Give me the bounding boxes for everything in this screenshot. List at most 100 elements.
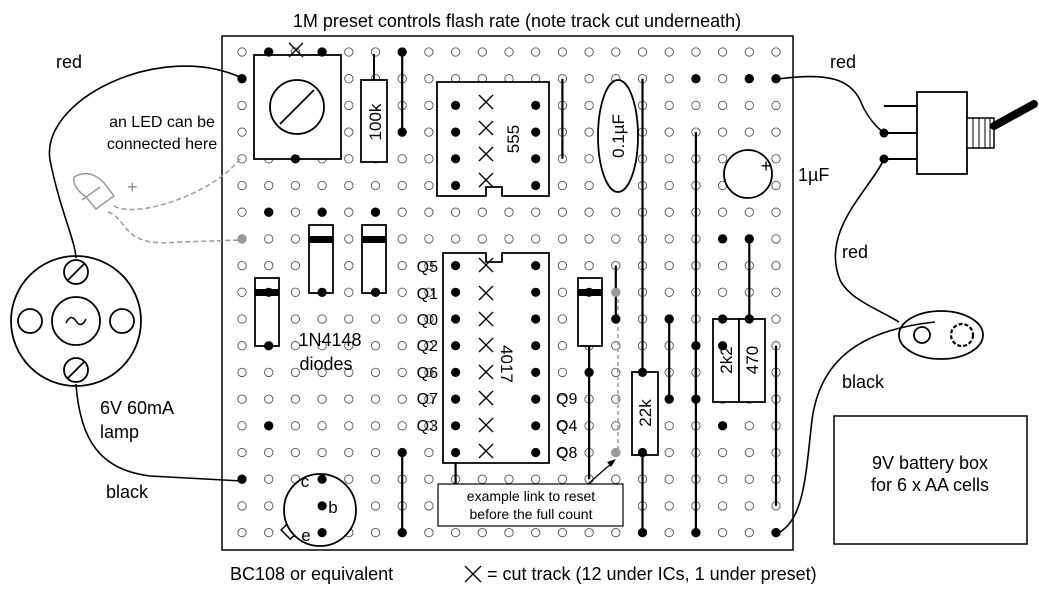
- black-wire-from-lamp: [75, 383, 243, 482]
- solder-point: [451, 261, 461, 271]
- led-note-line2: connected here: [107, 136, 217, 153]
- battery-box: 9V battery box for 6 x AA cells: [833, 415, 1028, 545]
- cut-track-legend: = cut track (12 under ICs, 1 under prese…: [487, 564, 817, 584]
- solder-point: [451, 127, 461, 137]
- solder-point: [744, 74, 754, 84]
- solder-point: [718, 314, 728, 324]
- capacitor-0-1uf: 0.1µF: [597, 79, 639, 193]
- solder-point: [397, 47, 407, 57]
- resistor-22k-label: 22k: [636, 399, 655, 427]
- solder-point: [451, 180, 461, 191]
- q-label: Q5: [417, 259, 438, 276]
- solder-point: [451, 447, 461, 458]
- solder-point: [317, 501, 327, 511]
- solder-point: [531, 394, 541, 404]
- solder-point: [451, 287, 461, 297]
- led-lead-lower: [107, 211, 243, 244]
- solder-point: [637, 367, 648, 377]
- solder-point: [691, 394, 701, 404]
- ic-4017: 4017: [442, 252, 550, 464]
- solder-point: [317, 528, 327, 538]
- solder-point: [264, 287, 274, 297]
- preset-potentiometer: [253, 54, 342, 160]
- solder-point: [637, 447, 648, 458]
- diode-right: [361, 224, 387, 294]
- solder-point: [370, 287, 381, 297]
- solder-point: [451, 154, 461, 164]
- solder-point: [691, 341, 701, 351]
- solder-point: [317, 287, 327, 297]
- solder-point: [531, 127, 541, 137]
- solder-point: [771, 74, 781, 84]
- q-label: Q6: [417, 365, 438, 382]
- solder-points: [237, 47, 781, 538]
- solder-point: [771, 528, 781, 538]
- q-label: Q2: [417, 338, 438, 355]
- solder-point: [637, 528, 648, 538]
- resistor-100k-label: 100k: [366, 103, 385, 140]
- ic-555-label: 555: [504, 125, 523, 153]
- black-wire-clip-to-board: [777, 321, 936, 534]
- q-label: Q9: [556, 391, 577, 408]
- solder-point: [451, 421, 461, 431]
- solder-point: [290, 154, 300, 164]
- solder-point: [317, 47, 327, 57]
- solder-point: [531, 154, 541, 164]
- solder-point: [664, 394, 674, 404]
- solder-point: [237, 74, 247, 84]
- reset-note-pointer: [587, 461, 614, 485]
- q-output-labels-right: Q9 Q4 Q8: [556, 391, 577, 462]
- solder-point: [718, 421, 728, 431]
- q-label: Q3: [417, 418, 438, 435]
- solder-point: [531, 287, 541, 297]
- battery-box-line2: for 6 x AA cells: [871, 475, 989, 495]
- solder-point: [370, 207, 381, 217]
- preset-cut-track-icon: [288, 42, 304, 58]
- solder-point: [451, 314, 461, 324]
- resistor-2k2-label: 2k2: [717, 346, 736, 373]
- red-wire-to-switch: [777, 75, 885, 134]
- solder-point: [584, 367, 594, 377]
- capacitor-1uf-label: 1µF: [798, 165, 829, 185]
- diagram-title: 1M preset controls flash rate (note trac…: [293, 11, 741, 31]
- solder-point: [664, 314, 674, 324]
- capacitor-1uf: +: [723, 149, 773, 199]
- q-label: Q1: [417, 286, 438, 303]
- ic-4017-cut-track-icons: [478, 257, 494, 459]
- red-label-right-top: red: [830, 52, 856, 72]
- solder-point: [317, 474, 327, 484]
- solder-point: [744, 314, 754, 324]
- ic-4017-label: 4017: [497, 345, 516, 383]
- solder-point: [531, 367, 541, 377]
- resistor-470: 470: [738, 318, 766, 403]
- ic-555: 555: [436, 81, 550, 197]
- transistor-pin-b: b: [328, 498, 337, 517]
- solder-point: [691, 528, 701, 538]
- diodes-label-line1: 1N4148: [298, 330, 361, 350]
- cut-track-legend-icon: [464, 565, 482, 583]
- led-note-line1: an LED can be: [109, 114, 215, 131]
- solder-point: [531, 421, 541, 431]
- battery-box-line1: 9V battery box: [872, 453, 988, 473]
- toggle-switch: [879, 91, 1038, 175]
- optional-solder-point: [237, 234, 247, 244]
- flying-leads: [48, 65, 936, 534]
- reset-note-line1: example link to reset: [467, 488, 596, 504]
- black-label-left: black: [106, 482, 149, 502]
- solder-point: [264, 47, 274, 57]
- capacitor-1uf-plus: +: [761, 156, 772, 176]
- resistor-2k2: 2k2: [712, 318, 740, 403]
- battery-clip: [898, 310, 984, 360]
- solder-point: [317, 207, 327, 217]
- solder-point: [531, 341, 541, 351]
- resistor-470-label: 470: [743, 346, 762, 374]
- solder-point: [264, 341, 274, 351]
- q-label: Q4: [556, 418, 577, 435]
- transistor-bc108: c b e: [280, 472, 357, 547]
- solder-point: [237, 474, 247, 484]
- solder-point: [397, 447, 407, 458]
- solder-point: [531, 447, 541, 458]
- black-label-right: black: [842, 372, 885, 392]
- solder-point: [451, 394, 461, 404]
